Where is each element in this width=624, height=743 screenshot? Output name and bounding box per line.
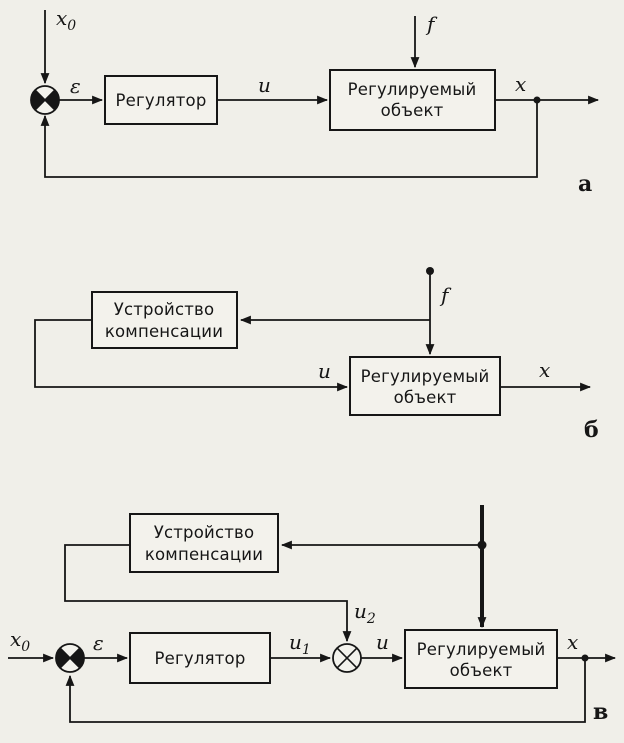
object-block [349,356,501,416]
summator2-icon [332,643,362,673]
object-label-line1: Регулируемый [417,640,546,659]
compensation-to-summator-wire [64,544,352,643]
object-block [329,69,496,131]
object-block [404,629,558,689]
object-label-line2: объект [394,388,457,407]
summator1-wedge-left [55,648,70,668]
label-epsilon: ε [93,631,104,655]
feedback-wire [40,100,538,178]
summator-icon [55,643,85,673]
label-x0-sub: 0 [67,18,76,34]
label-u2: u2 [354,599,376,627]
label-u: u [318,359,331,383]
caption-b: б [584,417,599,443]
summator2-cross [336,647,358,669]
label-u2-base: u [354,599,367,623]
summator-icon [30,85,60,115]
regulator-label: Регулятор [155,649,246,668]
label-u: u [258,73,271,97]
label-u1-base: u [289,630,302,654]
label-f: f [439,283,452,307]
object-label-line2: объект [450,661,513,680]
compensation-label-line2: компенсации [105,322,223,341]
regulator-label: Регулятор [116,91,207,110]
label-x: x [539,358,550,382]
label-x0-base: x [56,6,67,30]
label-u1: u1 [289,630,311,658]
caption-a: а [578,171,592,197]
compensation-label-line2: компенсации [145,545,263,564]
diagram-v: Устройство компенсации u2 x0 ε Регулятор… [8,505,617,725]
compensation-block [129,513,279,573]
summator1-wedge-right [70,648,85,668]
summator1-cross [59,647,81,669]
label-epsilon: ε [70,74,81,98]
compensation-label-line1: Устройство [154,523,255,542]
label-x0: x0 [10,627,30,655]
diagram-b: f Устройство компенсации u Регулируемый … [34,267,599,443]
label-x0-base: x [10,627,21,651]
summator-cross [34,89,56,111]
label-x: x [515,72,526,96]
label-x: x [567,630,578,654]
regulator-block [129,632,271,684]
summator-wedge-right [45,90,60,110]
feedback-wire [65,658,586,723]
compensation-block [91,291,238,349]
object-label-line2: объект [381,101,444,120]
compensation-to-object-wire [34,319,349,392]
label-u1-sub: 1 [302,642,311,658]
label-x0: x0 [56,6,76,34]
label-f: f [425,12,438,36]
label-u2-sub: 2 [366,611,376,627]
label-u: u [376,630,389,654]
compensation-label-line1: Устройство [114,300,215,319]
summator-wedge-left [30,90,45,110]
object-label-line1: Регулируемый [348,80,477,99]
object-label-line1: Регулируемый [361,367,490,386]
diagram-a: x0 ε Регулятор u f Регулируемый объект x… [30,6,600,197]
caption-v: в [593,699,608,725]
label-x0-sub: 0 [21,639,30,655]
